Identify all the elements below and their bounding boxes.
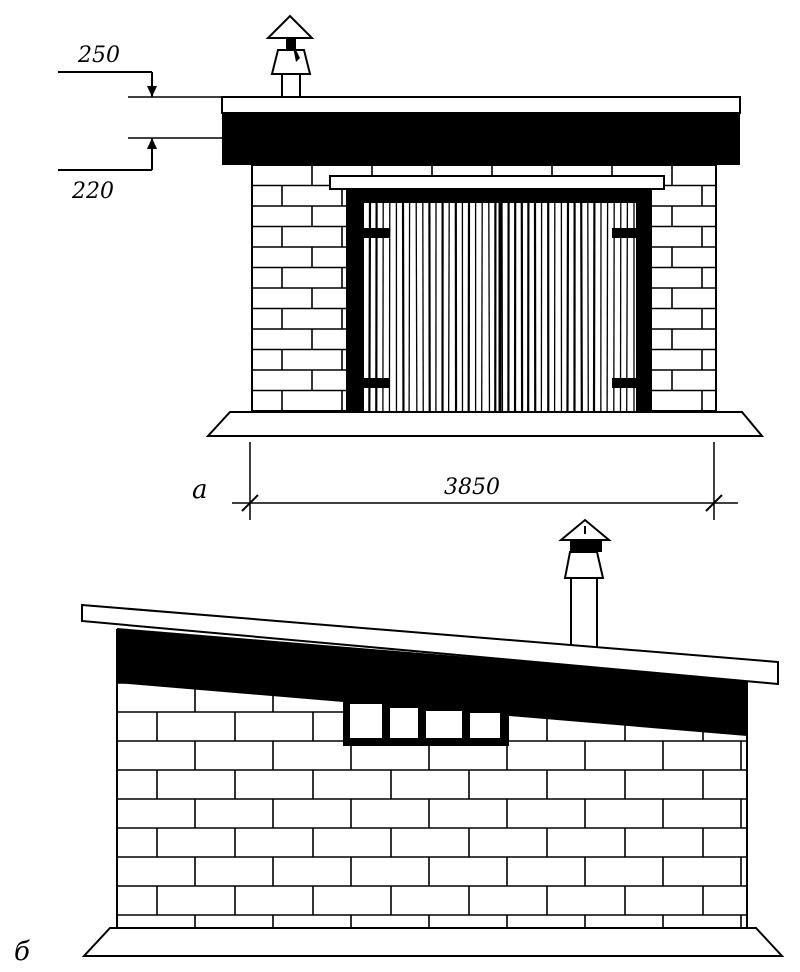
vent-pane	[470, 713, 500, 738]
side-elevation: б	[14, 520, 782, 967]
door-plank	[567, 203, 568, 412]
figure-label-a: а	[192, 475, 208, 505]
door-hinge	[612, 378, 646, 388]
dimension-width: 3850	[232, 442, 738, 520]
door-plank	[416, 203, 417, 412]
door-hinge	[356, 378, 390, 388]
dimension-label-220: 220	[71, 179, 114, 204]
door-hinge	[356, 228, 390, 238]
door-hinge	[612, 228, 646, 238]
front-door-lintel	[330, 176, 664, 189]
garage-door	[346, 189, 652, 413]
front-chimney	[268, 16, 312, 98]
side-chimney	[561, 520, 609, 648]
front-foundation	[208, 412, 762, 436]
front-roof-slab	[222, 97, 740, 113]
dimension-roof-thickness: 250 220	[58, 43, 222, 204]
door-plank	[409, 203, 410, 412]
door-plank	[581, 203, 582, 412]
vent-pane	[426, 711, 462, 738]
dimension-label-3850: 3850	[444, 475, 500, 500]
vent-pane	[350, 704, 382, 738]
door-plank	[489, 203, 490, 412]
side-vent-window	[343, 698, 509, 746]
front-elevation: 250 220 3850 а	[58, 16, 762, 520]
figure-label-b: б	[14, 937, 30, 967]
vent-pane	[390, 708, 418, 738]
side-foundation	[84, 928, 782, 956]
door-plank	[449, 203, 450, 412]
dimension-label-250: 250	[77, 43, 120, 68]
front-roof-fascia	[222, 113, 740, 165]
